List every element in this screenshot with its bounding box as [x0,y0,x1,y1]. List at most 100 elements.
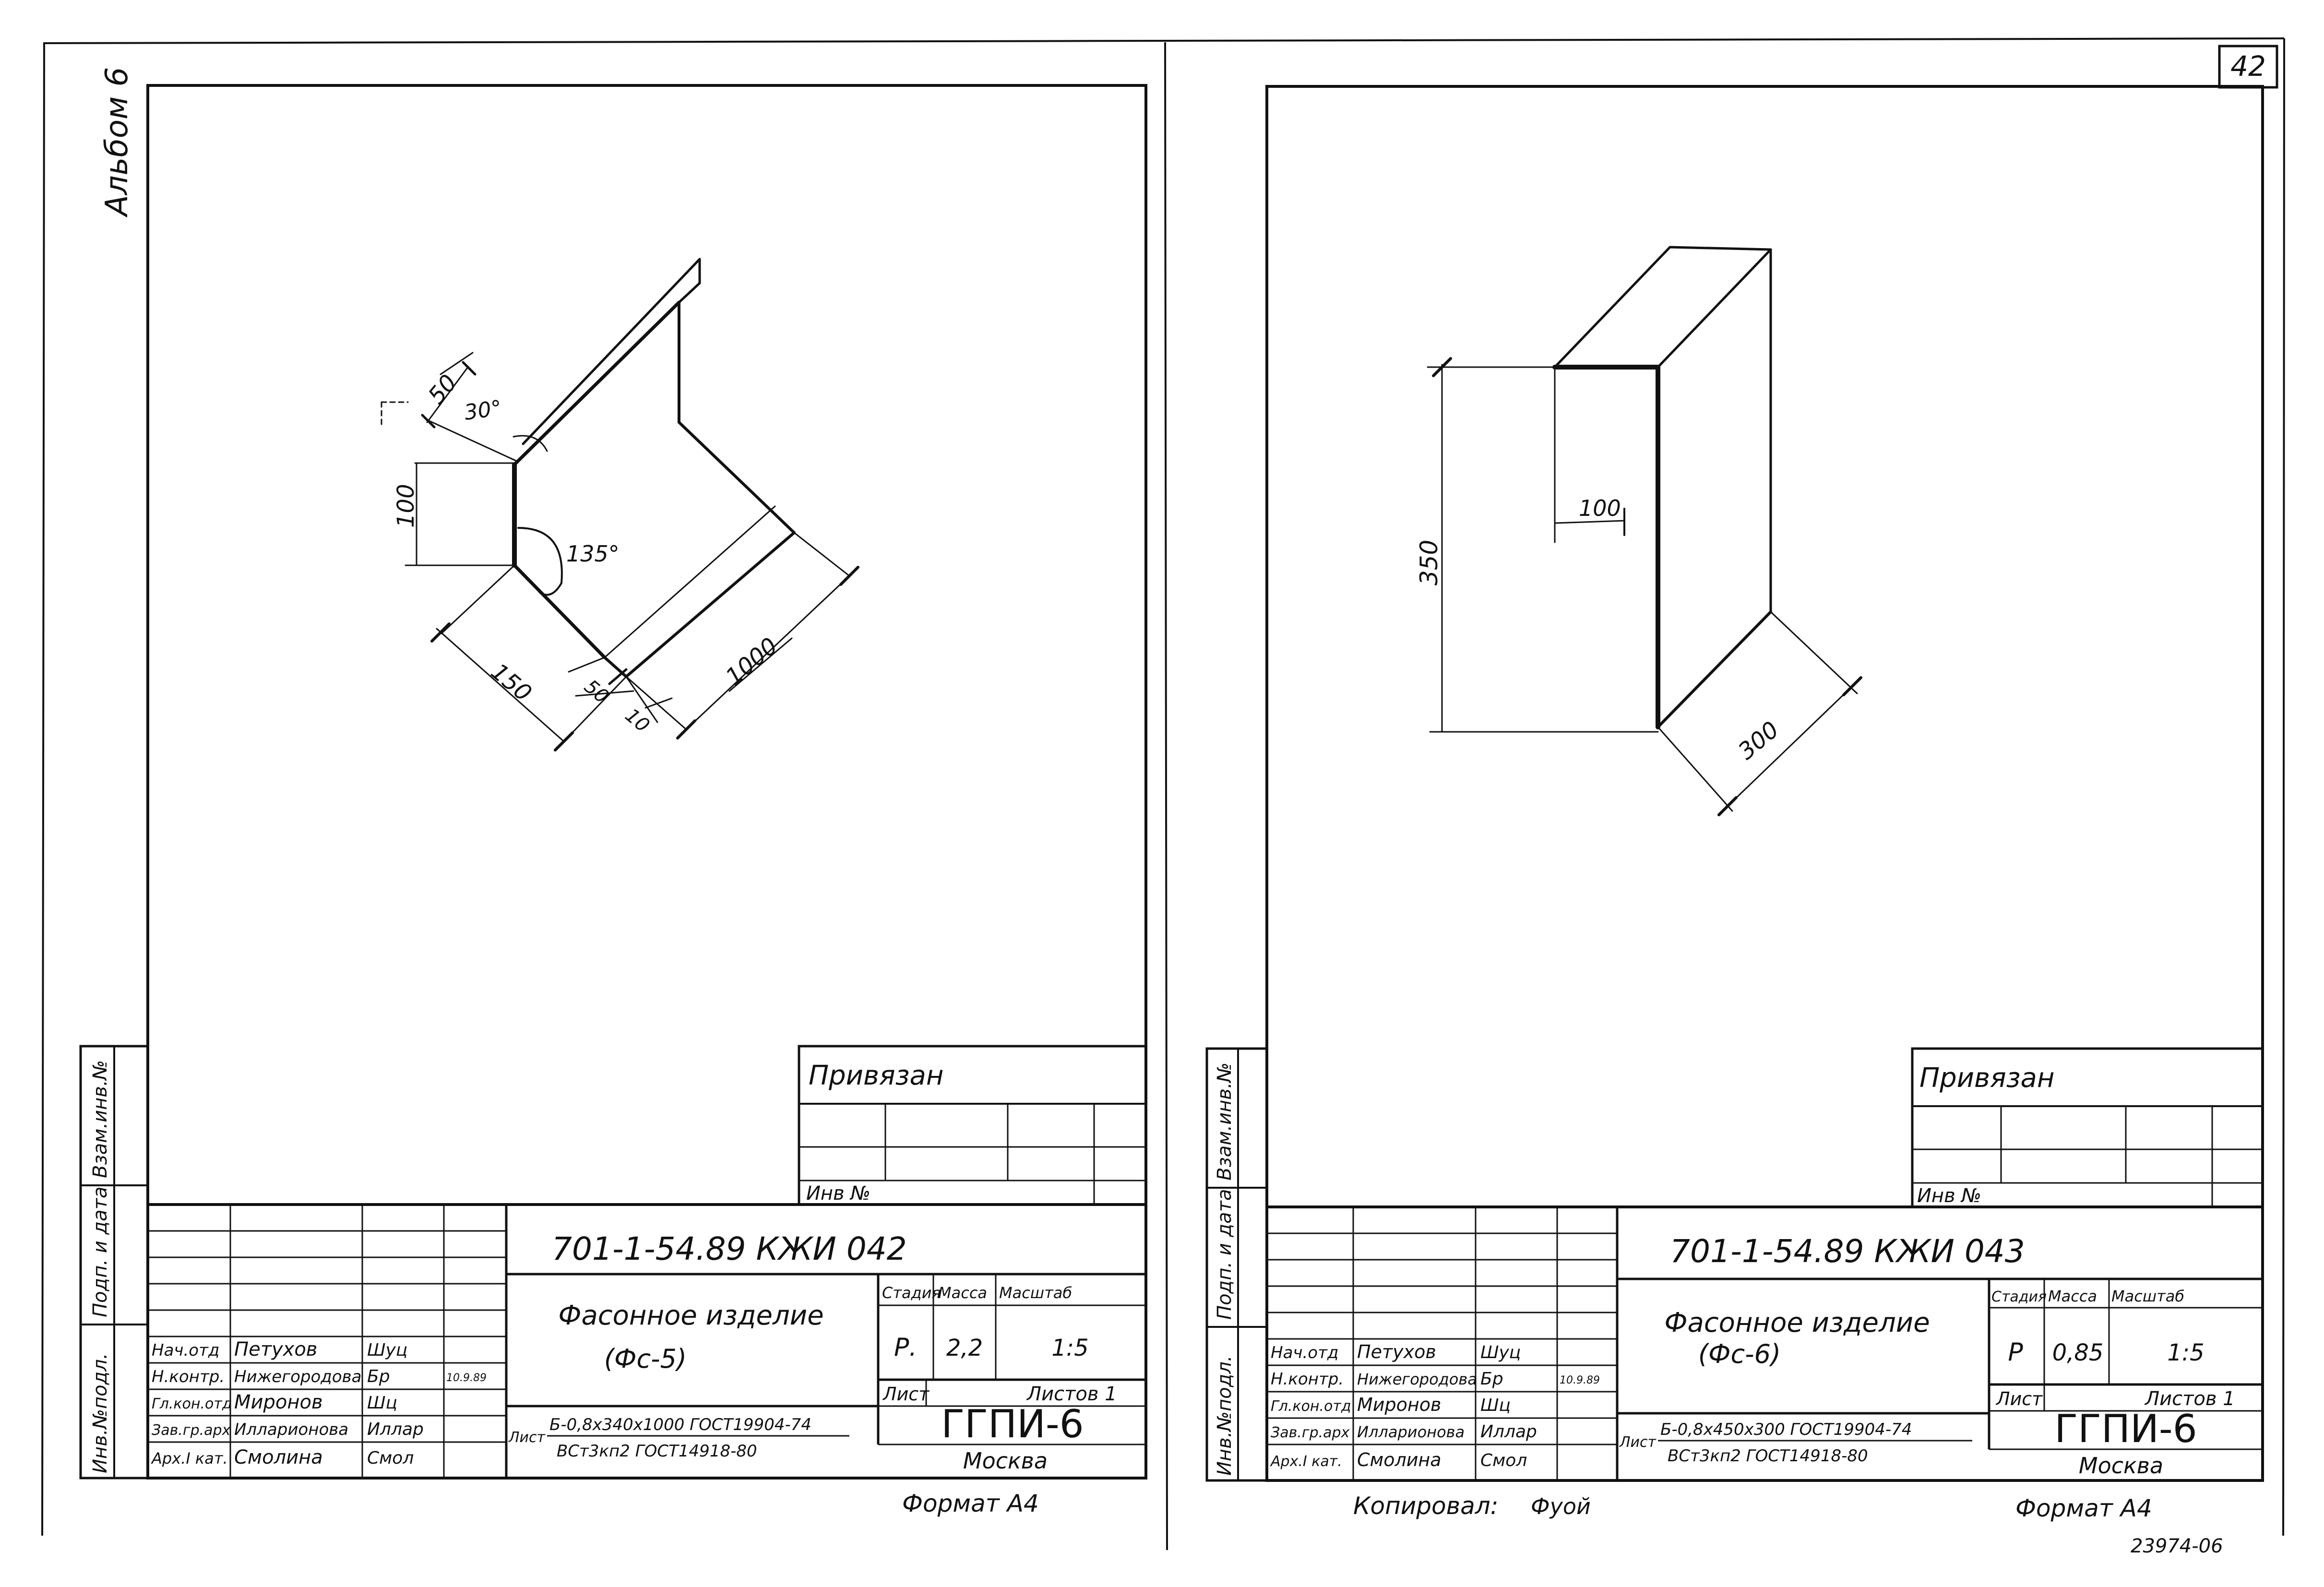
city-left: Москва [963,1448,1048,1474]
attached-label-left: Привязан [809,1060,943,1091]
dim-150: 150 [486,658,536,707]
mass-header-right: Масса [2048,1287,2097,1305]
org-left: ГГПИ-6 [941,1402,1084,1446]
sheet-label-left: Лист [882,1384,930,1405]
staff-date-right: 10.9.89 [1560,1374,1600,1386]
side-label-2-right: Подп. и дата [1214,1189,1236,1320]
left-sheet: Альбом 6 Взам.инв.№ Подп. и дата Инв.№по… [79,67,1147,1517]
staff-name-2-right: Нижегородова [1357,1370,1477,1388]
scale-header-left: Масштаб [999,1284,1072,1302]
staff-date-left: 10.9.89 [446,1372,487,1384]
stage-left: Р. [894,1333,917,1362]
staff-name-2-left: Нижегородова [234,1367,361,1386]
staff-sign-3-left: Шц [367,1393,397,1413]
staff-role-4-right: Зав.гр.арх [1271,1424,1350,1441]
title-line2-left: (Фс-5) [604,1344,687,1374]
material-line2-left: ВСт3кп2 ГОСТ14918-80 [557,1442,757,1461]
sheet-number-box: 42 [2218,45,2278,89]
right-sheet: Взам.инв.№ Подп. и дата Инв.№подл. Привя… [1205,85,2264,1557]
mass-left: 2,2 [946,1335,983,1361]
material-line1-right: Б-0,8х450х300 ГОСТ19904-74 [1660,1420,1912,1439]
staff-sign-5-right: Смол [1480,1451,1527,1470]
stage-header-right: Стадия [1991,1289,2047,1305]
dim-100-right: 100 [1579,495,1621,521]
dim-350: 350 [1415,540,1443,585]
format-left: Формат А4 [902,1490,1039,1517]
staff-sign-4-left: Иллар [367,1420,424,1439]
dim-angle-30: 30° [463,396,503,425]
title-line1-right: Фасонное изделие [1664,1307,1930,1338]
material-prefix-left: Лист [508,1429,546,1446]
frame-right [1265,85,2264,1482]
staff-role-2-left: Н.контр. [152,1367,225,1386]
dim-1000: 1000 [721,632,783,691]
dim-300: 300 [1733,716,1784,765]
sheet-right-edge [2282,38,2285,1536]
sheets-label-right: Листов 1 [2144,1388,2235,1410]
side-label-1: Взам.инв.№ [89,1060,111,1178]
sheet-top-edge [43,37,2285,44]
drawing-fs5: 50 30° 100 135° 150 50 [381,258,858,750]
staff-sign-2-left: Бр [367,1367,390,1386]
staff-role-3-left: Гл.кон.отд [152,1396,232,1412]
dim-angle-135: 135° [566,541,620,567]
sheets-label-left: Листов 1 [1026,1383,1117,1405]
stage-right: Р [2008,1338,2023,1367]
staff-name-1-right: Петухов [1357,1341,1436,1362]
format-right: Формат А4 [2015,1494,2152,1522]
sheet-divider [1164,42,1168,1551]
city-right: Москва [2079,1453,2163,1479]
stage-header-left: Стадия [882,1284,941,1302]
dim-50a: 50 [423,370,462,409]
staff-name-5-left: Смолина [234,1446,323,1468]
staff-name-1-left: Петухов [234,1338,317,1360]
org-right: ГГПИ-6 [2054,1407,2197,1451]
staff-name-5-right: Смолина [1357,1449,1442,1470]
staff-sign-3-right: Шц [1480,1396,1511,1415]
copied-signature: Фуой [1531,1493,1591,1519]
staff-name-3-left: Миронов [234,1391,323,1413]
material-prefix-right: Лист [1619,1434,1657,1451]
title-block-right: Нач.отд Петухов Шуц Н.контр. Нижегородов… [1267,1205,2263,1482]
staff-role-2-right: Н.контр. [1271,1370,1344,1389]
staff-role-3-right: Гл.кон.отд [1271,1398,1351,1415]
copied-by-label: Копировал: [1353,1492,1499,1520]
side-label-2: Подп. и дата [89,1187,111,1317]
staff-name-4-left: Илларионова [234,1420,348,1439]
side-label-3-right: Инв.№подл. [1214,1355,1236,1476]
scale-header-right: Масштаб [2111,1287,2184,1305]
staff-sign-1-left: Шуц [367,1340,407,1360]
sheet-left-edge [41,43,45,1536]
sheet-number: 42 [2230,50,2266,83]
inv-label-right: Инв № [1917,1185,1981,1207]
dim-50b: 50 [580,675,613,708]
inv-label-left: Инв № [806,1182,870,1205]
frame-left [146,84,1147,1480]
side-label-3: Инв.№подл. [89,1353,111,1473]
side-label-1-right: Взам.инв.№ [1214,1062,1236,1181]
title-line1-left: Фасонное изделие [558,1300,823,1331]
material-line2-right: ВСт3кп2 ГОСТ14918-80 [1668,1446,1868,1466]
dim-100-left: 100 [393,484,419,528]
staff-sign-2-right: Бр [1480,1369,1503,1389]
doc-code-right: 701-1-54.89 КЖИ 043 [1670,1233,2025,1270]
archive-number: 23974-06 [2131,1535,2223,1557]
sheet-label-right: Лист [1995,1388,2043,1409]
doc-code-left: 701-1-54.89 КЖИ 042 [552,1230,907,1267]
title-block-left: Нач.отд Петухов Шуц Н.контр. Нижегородов… [148,1203,1146,1480]
staff-role-4-left: Зав.гр.арх [152,1422,231,1439]
staff-role-5-right: Арх.I кат. [1270,1453,1342,1470]
scale-right: 1:5 [2167,1339,2204,1366]
material-line1-left: Б-0,8х340х1000 ГОСТ19904-74 [549,1415,811,1434]
attached-block-right: Привязан Инв № [1911,1047,2264,1208]
staff-name-3-right: Миронов [1357,1394,1441,1415]
scale-left: 1:5 [1051,1335,1088,1361]
staff-role-5-left: Арх.I кат. [151,1449,228,1468]
staff-name-4-right: Илларионова [1357,1423,1465,1441]
staff-sign-4-right: Иллар [1480,1422,1537,1442]
album-label: Альбом 6 [99,67,135,218]
attached-label-right: Привязан [1919,1062,2054,1094]
attached-block-left: Привязан Инв № [798,1045,1147,1206]
staff-sign-1-right: Шуц [1480,1343,1521,1362]
